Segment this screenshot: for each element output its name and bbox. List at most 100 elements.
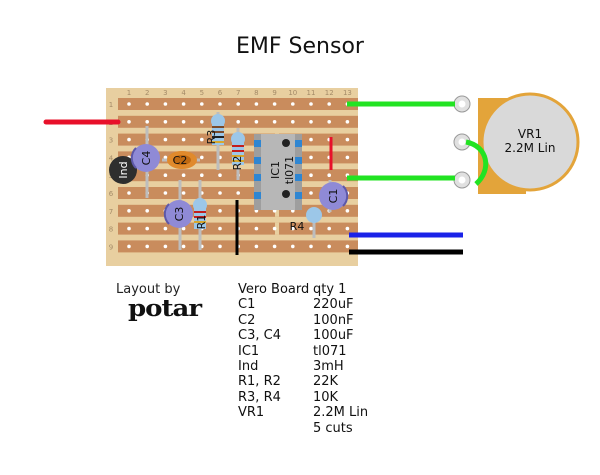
board-hole <box>145 102 149 106</box>
board-hole <box>218 102 222 106</box>
green-jumper-wire <box>465 139 489 186</box>
board-hole <box>127 226 131 231</box>
bom-item-name: IC1 <box>238 343 260 359</box>
bom-item-qty: tl071 <box>313 343 347 359</box>
layout-credit-label: Layout by <box>116 282 181 297</box>
bom-item-qty: 5 cuts <box>313 420 353 436</box>
board-hole <box>181 226 186 231</box>
board-hole <box>272 226 277 231</box>
ic1-part-label: tl071 <box>283 156 296 184</box>
vr1-label: VR1 <box>518 127 542 141</box>
board-hole <box>291 226 295 231</box>
c3-capacitor <box>163 200 193 228</box>
board-hole <box>345 226 350 231</box>
board-hole <box>218 191 222 195</box>
board-hole <box>181 173 186 177</box>
board-hole <box>309 102 313 106</box>
c4-capacitor <box>130 144 160 172</box>
page-title: EMF Sensor <box>236 34 364 59</box>
board-hole <box>309 191 313 195</box>
bom-item-name <box>238 421 309 436</box>
row-label: 3 <box>109 137 113 145</box>
r4-label: R4 <box>290 220 305 233</box>
board-hole <box>327 102 332 106</box>
row-label: 4 <box>109 154 114 162</box>
board-hole <box>200 173 204 177</box>
bom-item-qty: 2.2M Lin <box>313 405 369 421</box>
board-hole <box>254 244 259 249</box>
c1-capacitor <box>319 182 349 210</box>
r1-resistor <box>193 198 207 229</box>
row-label: 6 <box>109 190 114 198</box>
bom-item-qty: 100nF <box>313 312 354 328</box>
column-label: 6 <box>218 89 223 97</box>
column-label: 2 <box>145 89 149 97</box>
board-hole <box>309 173 313 177</box>
r1-label: R1 <box>195 215 208 230</box>
board-hole <box>127 209 131 213</box>
bom-item-qty: 10K <box>313 389 339 405</box>
row-label: 7 <box>109 208 113 216</box>
board-hole <box>309 226 313 231</box>
board-hole <box>181 120 186 124</box>
column-label: 4 <box>181 89 186 97</box>
board-hole <box>272 120 277 124</box>
board-hole <box>291 120 295 124</box>
row-label: 9 <box>109 243 113 251</box>
vr1-value-label: 2.2M Lin <box>505 141 556 155</box>
bom-qty-column: qty 1 220uF 100nF 100uF tl071 3mH 22K 10… <box>313 282 368 436</box>
row-label: 8 <box>109 226 113 234</box>
board-hole <box>127 137 131 142</box>
bom-item-name: Ind <box>238 359 259 375</box>
board-hole <box>218 226 222 231</box>
r4-resistor <box>306 207 322 223</box>
board-hole <box>127 191 131 195</box>
board-hole <box>163 173 168 177</box>
board-hole <box>163 191 168 195</box>
vr1-potentiometer <box>453 92 580 194</box>
bom-item-name: VR1 <box>238 405 265 421</box>
bom-item-name: C1 <box>238 297 256 313</box>
board-hole <box>181 137 186 142</box>
inductor <box>109 156 137 184</box>
board-hole <box>127 120 131 124</box>
column-label: 7 <box>236 89 240 97</box>
board-hole <box>200 120 204 124</box>
board-hole <box>327 173 332 177</box>
c2-capacitor <box>167 151 197 169</box>
bom-item-qty: 22K <box>313 374 339 390</box>
potar-logo: potar <box>128 295 202 323</box>
r2-resistor <box>231 132 245 165</box>
column-label: 13 <box>343 89 352 97</box>
row-label: 1 <box>109 101 113 109</box>
board-hole <box>200 137 204 142</box>
board-hole <box>181 244 186 249</box>
board-hole <box>236 120 240 124</box>
board-hole <box>291 102 295 106</box>
board-hole <box>236 191 240 195</box>
board-hole <box>291 244 295 249</box>
board-hole <box>145 226 149 231</box>
ic1-chip <box>254 134 302 210</box>
r3-resistor <box>211 114 225 145</box>
board-hole <box>163 120 168 124</box>
column-label: 3 <box>163 89 167 97</box>
board-hole <box>272 244 277 249</box>
board-hole <box>163 226 168 231</box>
column-label: 8 <box>254 89 258 97</box>
ic1-label: IC1 <box>269 161 282 179</box>
bom-item-qty: 220uF <box>313 297 354 313</box>
r2-label: R2 <box>231 156 244 171</box>
board-hole <box>327 244 332 249</box>
board-hole <box>272 102 277 106</box>
r3-label: R3 <box>205 130 218 145</box>
track-cut <box>275 204 279 217</box>
bom-header-name: Vero Board <box>238 282 310 297</box>
board-hole <box>345 137 350 142</box>
board-hole <box>254 102 259 106</box>
board-hole <box>200 155 204 160</box>
board-hole <box>163 155 168 160</box>
column-label: 12 <box>325 89 334 97</box>
board-hole <box>181 102 186 106</box>
